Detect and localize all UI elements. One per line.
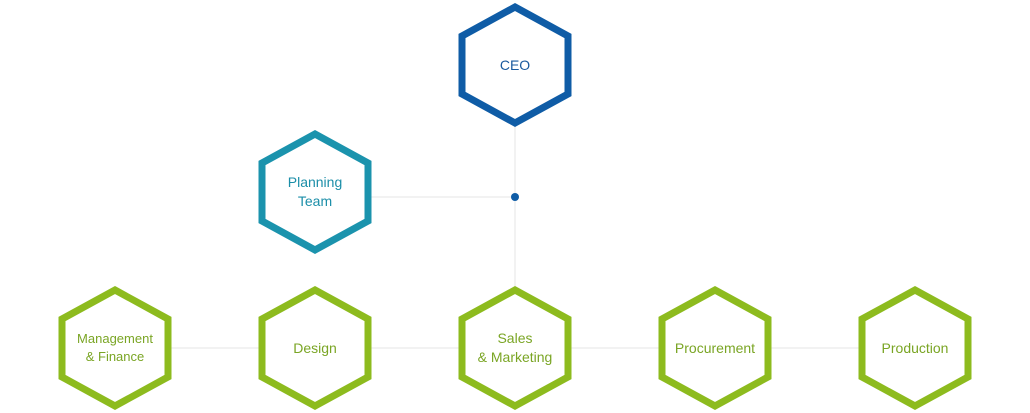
- ceo-hexagon: [458, 3, 572, 127]
- management-finance-node: Management & Finance: [58, 286, 172, 410]
- production-node: Production: [858, 286, 972, 410]
- procurement-node: Procurement: [658, 286, 772, 410]
- ceo-label: CEO: [499, 56, 531, 73]
- production-label: Production: [881, 339, 949, 356]
- sales-marketing-hexagon: [458, 286, 572, 410]
- management-finance-hexagon: [58, 286, 172, 410]
- sales-marketing-label: Sales & Marketing: [477, 330, 553, 365]
- ceo-node: CEO: [458, 3, 572, 127]
- procurement-hexagon: [658, 286, 772, 410]
- management-finance-label: Management & Finance: [77, 331, 153, 364]
- junction-dot: [511, 193, 519, 201]
- procurement-label: Procurement: [674, 339, 756, 356]
- design-hexagon: [258, 286, 372, 410]
- sales-marketing-node: Sales & Marketing: [458, 286, 572, 410]
- design-label: Design: [293, 339, 337, 356]
- planning-team-hexagon: [258, 130, 372, 254]
- planning-team-node: Planning Team: [258, 130, 372, 254]
- design-node: Design: [258, 286, 372, 410]
- planning-team-label: Planning Team: [287, 174, 343, 209]
- production-hexagon: [858, 286, 972, 410]
